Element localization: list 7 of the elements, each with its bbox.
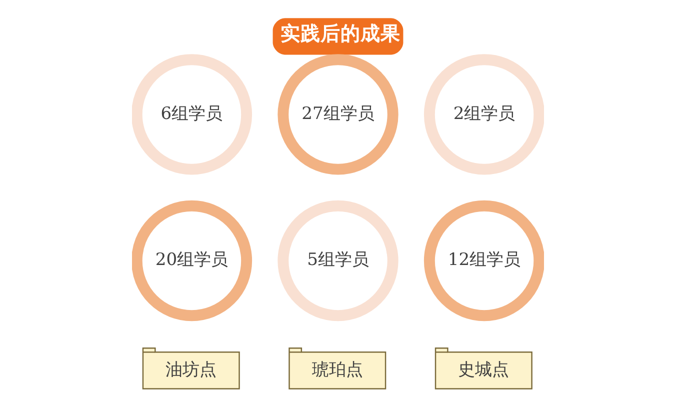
node-circle: 20组学员: [132, 200, 252, 322]
node-circle: 27组学员: [277, 54, 398, 175]
diagram-title: 实践后的成果: [280, 22, 400, 45]
node-circle: 5组学员: [277, 200, 398, 322]
node-circle: 12组学员: [423, 200, 544, 322]
node-circle: 6组学员: [132, 54, 252, 175]
node-circle: 2组学员: [423, 54, 544, 175]
